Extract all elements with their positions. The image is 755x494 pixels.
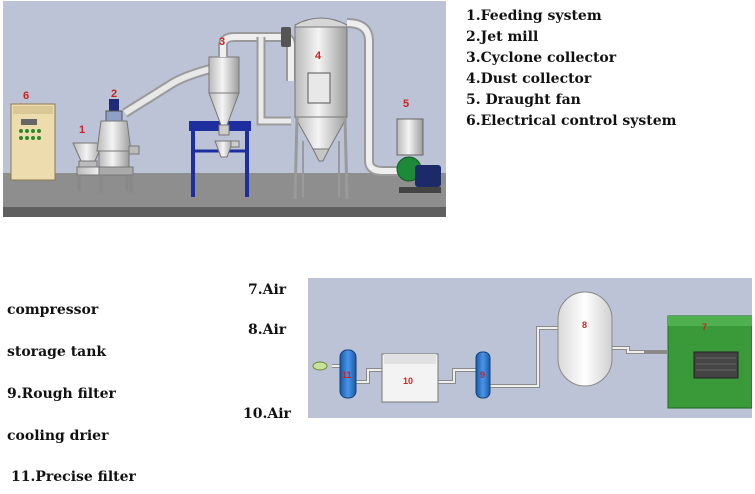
callout-dust-collector: 4 [315, 50, 322, 62]
label-compressor: compressor [7, 302, 99, 318]
floor [3, 173, 446, 207]
bottom-callouts: 8 7 10 11 9 [342, 320, 707, 386]
electrical-control-cabinet [10, 103, 56, 181]
air-inlet [312, 361, 328, 371]
callout-feeding: 1 [79, 124, 85, 136]
legend-item: 3.Cyclone collector [466, 50, 617, 66]
callout-cyclone: 3 [219, 36, 225, 48]
callout-jet-mill: 2 [111, 88, 117, 100]
jet-mill [96, 99, 140, 193]
air-compressor [644, 315, 753, 409]
label-air-7: 7.Air [248, 282, 287, 298]
callout-rough-filter: 9 [480, 370, 485, 380]
callout-compressor: 7 [702, 322, 707, 332]
draught-fan [396, 118, 441, 193]
callout-cabinet: 6 [23, 90, 29, 102]
cyclone-collector [189, 56, 251, 197]
callout-precise-filter: 11 [342, 370, 352, 380]
precise-filter [339, 349, 357, 399]
air-supply-illustration: 8 7 10 11 9 [308, 278, 753, 418]
label-cooling-drier: cooling drier [7, 428, 109, 444]
legend-item: 5. Draught fan [466, 92, 581, 108]
rough-filter [475, 351, 491, 399]
dust-collector [281, 17, 349, 200]
top-callouts: 6 2 1 3 4 5 [23, 36, 409, 136]
process-line-diagram: 6 2 1 3 4 5 [3, 1, 446, 217]
label-rough-filter: 9.Rough filter [7, 386, 116, 402]
legend-item: 2.Jet mill [466, 29, 539, 45]
legend-item: 1.Feeding system [466, 8, 602, 24]
air-storage-tank [557, 291, 613, 387]
callout-cooling-drier: 10 [403, 376, 413, 386]
callout-storage-tank: 8 [582, 320, 587, 330]
cooling-drier [381, 353, 439, 403]
callout-fan: 5 [403, 98, 409, 110]
label-storage-tank: storage tank [7, 344, 107, 360]
air-supply-diagram: 8 7 10 11 9 [308, 278, 753, 418]
label-air-8: 8.Air [248, 322, 287, 338]
label-air-10: 10.Air [243, 406, 291, 422]
label-precise-filter: 11.Precise filter [11, 469, 136, 485]
legend-item: 4.Dust collector [466, 71, 592, 87]
floor-edge [3, 207, 446, 217]
process-line-illustration: 6 2 1 3 4 5 [3, 1, 446, 217]
equipment-legend: 1.Feeding system 2.Jet mill 3.Cyclone co… [466, 6, 677, 132]
legend-item: 6.Electrical control system [466, 113, 677, 129]
